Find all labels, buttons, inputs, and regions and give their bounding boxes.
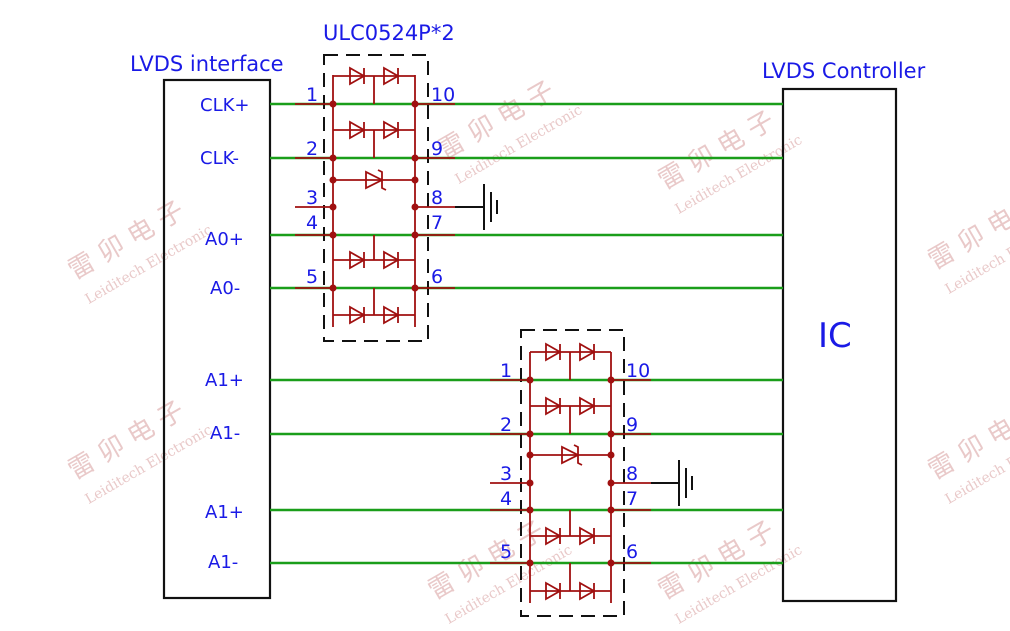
signal-label-a1-minus: A1- — [210, 423, 240, 444]
signal-label-a1-plus: A1+ — [205, 502, 244, 523]
pin-number: 2 — [306, 138, 318, 160]
pin-number: 10 — [431, 84, 455, 106]
signal-label-clk-plus: CLK+ — [200, 95, 249, 116]
chip-part-label: ULC0524P*2 — [323, 21, 455, 45]
pin-number: 5 — [306, 266, 318, 288]
tvs-chip-1: 1 2 3 4 5 10 9 8 7 6 — [295, 54, 498, 342]
pin-number: 9 — [626, 414, 638, 436]
diode-pair — [530, 342, 611, 380]
signal-label-clk-minus: CLK- — [200, 148, 239, 169]
watermark-2: 雷 卯 电 子 Leiditech Electronic — [63, 396, 215, 508]
diode-pair — [333, 288, 415, 325]
pin-number: 6 — [626, 541, 638, 563]
pin-number: 8 — [626, 463, 638, 485]
pin-number: 4 — [306, 212, 318, 234]
ic-label: IC — [818, 316, 852, 356]
pin-number: 3 — [306, 187, 318, 209]
diode-pair — [333, 120, 415, 158]
lvds-controller-box — [781, 87, 898, 603]
zener-diode — [530, 444, 611, 466]
diode-pair — [333, 235, 415, 270]
diode-pair — [333, 66, 415, 104]
watermark-8: 雷 卯 电 子 Leiditech Electronic — [923, 396, 1010, 508]
watermark-7: 雷 卯 电 子 Leiditech Electronic — [923, 186, 1010, 298]
lvds-interface-label: LVDS interface — [130, 52, 284, 76]
signal-label-a0-plus: A0+ — [205, 229, 244, 250]
pin-number: 7 — [626, 488, 638, 510]
pin-number: 6 — [431, 266, 443, 288]
diode-pair — [530, 396, 611, 434]
pin-number: 2 — [500, 414, 512, 436]
pin-number: 10 — [626, 360, 650, 382]
ground-symbol — [455, 184, 498, 230]
signal-labels: CLK+ CLK- A0+ A0- A1+ A1- A1+ A1- — [200, 95, 249, 573]
lvds-interface-box — [162, 78, 272, 600]
pin-number: 3 — [500, 463, 512, 485]
watermark-1: 雷 卯 电 子 Leiditech Electronic — [63, 196, 215, 308]
lvds-controller-label: LVDS Controller — [762, 59, 926, 83]
pin-number: 1 — [500, 360, 512, 382]
watermark-3: 雷 卯 电 子 Leiditech Electronic — [433, 76, 585, 188]
ground-symbol — [651, 460, 693, 506]
tvs-chip-2: 1 2 3 4 5 10 9 8 7 6 — [490, 329, 693, 617]
pin-number: 1 — [306, 84, 318, 106]
pin-number: 4 — [500, 488, 512, 510]
signal-label-a0-minus: A0- — [210, 278, 240, 299]
diode-pair — [530, 510, 611, 546]
signal-label-a1-plus: A1+ — [205, 370, 244, 391]
watermark-5: 雷 卯 电 子 Leiditech Electronic — [423, 516, 575, 628]
diode-pair — [530, 563, 611, 601]
pin-number: 5 — [500, 541, 512, 563]
signal-label-a1-minus: A1- — [208, 552, 238, 573]
zener-diode — [333, 169, 415, 191]
chip-outline — [323, 54, 429, 342]
pin-number: 8 — [431, 187, 443, 209]
pin-number: 9 — [431, 138, 443, 160]
pin-number: 7 — [431, 212, 443, 234]
chip-outline — [520, 329, 625, 617]
